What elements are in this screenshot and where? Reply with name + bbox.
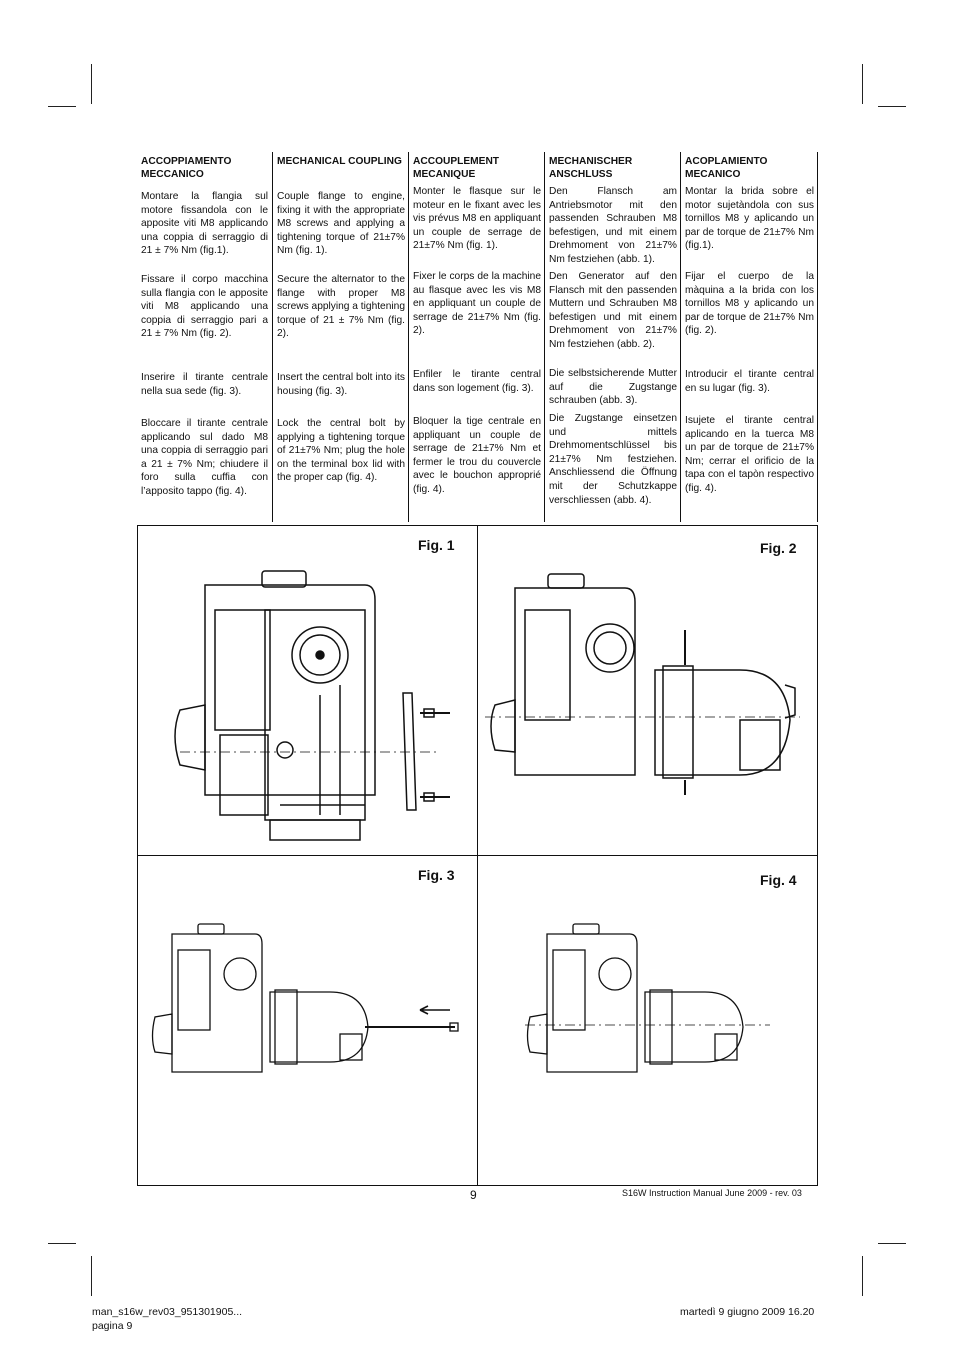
crop-mark <box>862 1256 863 1296</box>
paragraph: Couple flange to engine, fixing it with … <box>277 191 405 257</box>
slug-file: man_s16w_rev03_951301905... <box>92 1306 243 1318</box>
paragraph: Montar la brida sobre el motor sujetàndo… <box>685 186 814 252</box>
paragraph: Enfiler le tirante central dans son loge… <box>413 369 541 394</box>
paragraph: Bloquer la tige centrale en appliquant u… <box>413 416 541 495</box>
paragraph: Bloccare il tirante centrale applicando … <box>141 418 268 497</box>
paragraph: Insert the central bolt into its housing… <box>277 372 405 397</box>
crop-mark <box>862 64 863 104</box>
crop-mark <box>878 106 906 107</box>
paragraph: Die Zugstange einsetzen und mittels Dreh… <box>549 413 677 506</box>
column-rule <box>680 152 681 522</box>
paragraph: Fixer le corps de la machine au flasque … <box>413 271 541 337</box>
paragraph: Lock the central bolt by applying a tigh… <box>277 418 405 484</box>
paragraph: Montare la flangia sul motore fissandola… <box>141 191 268 257</box>
fig3-assembly-drawing <box>151 923 459 1073</box>
paragraph: Inserire il tirante centrale nella sua s… <box>141 372 268 397</box>
paragraph: Fissare il corpo macchina sulla flangia … <box>141 274 268 340</box>
column-rule <box>544 152 545 522</box>
paragraph: Fijar el cuerpo de la màquina a la brida… <box>685 271 814 337</box>
fig4-assembly-drawing <box>525 923 770 1073</box>
crop-mark <box>91 64 92 104</box>
crop-mark <box>878 1243 906 1244</box>
column-spanish: ACOPLAMIENTO MECANICO Montar la brida so… <box>681 152 818 522</box>
column-heading: MECHANISCHER ANSCHLUß <box>549 156 633 180</box>
figure-divider <box>137 855 818 856</box>
crop-mark <box>48 106 76 107</box>
fig3-label: Fig. 3 <box>418 867 455 883</box>
column-rule <box>272 152 273 522</box>
column-heading: ACCOPPIAMENTO MECCANICO <box>141 156 232 180</box>
crop-mark <box>48 1243 76 1244</box>
paragraph: Monter le flasque sur le moteur en le fi… <box>413 186 541 252</box>
fig1-label: Fig. 1 <box>418 537 455 553</box>
paragraph: Den Generator auf den Flansch mit den pa… <box>549 271 677 350</box>
paragraph: Die selbstsicherende Mutter auf die Zugs… <box>549 368 677 407</box>
fig2-label: Fig. 2 <box>760 540 797 556</box>
column-heading: ACOPLAMIENTO MECANICO <box>685 156 768 180</box>
column-heading: ACCOUPLEMENT MECANIQUE <box>413 156 500 180</box>
manual-reference: S16W Instruction Manual June 2009 - rev.… <box>622 1188 802 1198</box>
page-number: 9 <box>470 1188 477 1202</box>
crop-mark <box>91 1256 92 1296</box>
column-heading: MECHANICAL COUPLING <box>277 156 402 167</box>
column-german: MECHANISCHER ANSCHLUß Den Flansch am Ant… <box>545 152 681 522</box>
paragraph: Introducir el tirante central en su luga… <box>685 369 814 394</box>
fig4-label: Fig. 4 <box>760 872 797 888</box>
fig2-assembly-drawing <box>485 573 800 795</box>
column-italian: ACCOPPIAMENTO MECCANICO Montare la flang… <box>137 152 272 522</box>
column-english: MECHANICAL COUPLING Couple flange to eng… <box>273 152 409 522</box>
paragraph: Isujete el tirante central aplicando en … <box>685 415 814 494</box>
column-rule <box>817 152 818 522</box>
paragraph: Den Flansch am Antriebsmotor mit den pas… <box>549 186 677 265</box>
slug-date: martedì 9 giugno 2009 16.20 <box>680 1306 815 1318</box>
slug-page: pagina 9 <box>92 1320 133 1332</box>
instruction-columns: ACCOPPIAMENTO MECCANICO Montare la flang… <box>137 152 818 522</box>
column-rule <box>408 152 409 522</box>
fig1-engine-drawing <box>174 570 450 841</box>
paragraph: Secure the alternator to the flange with… <box>277 274 405 340</box>
column-french: ACCOUPLEMENT MECANIQUE Monter le flasque… <box>409 152 545 522</box>
